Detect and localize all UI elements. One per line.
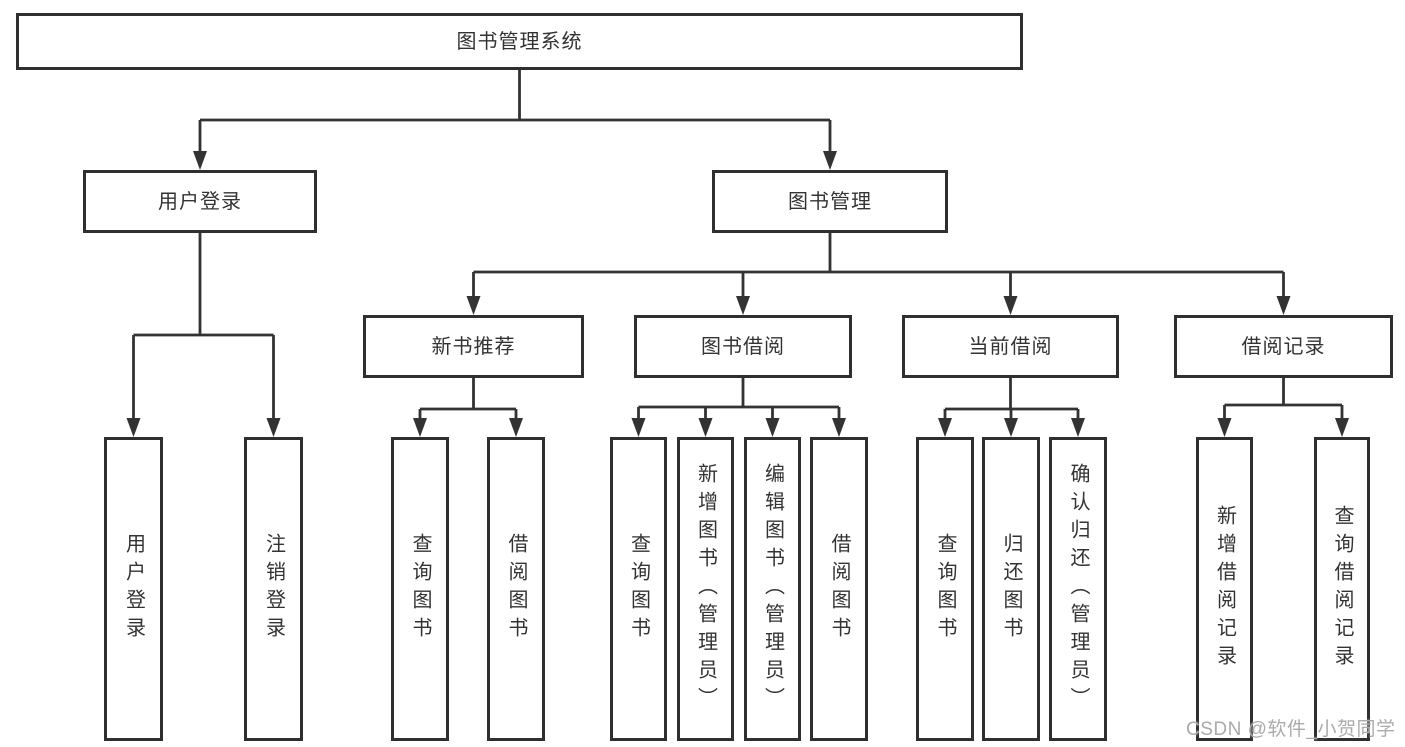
leaf-user-login-label: 用户登录: [122, 533, 145, 645]
node-book-borrow: 图书借阅: [634, 315, 852, 378]
connector-strokes: [132, 69, 1344, 421]
node-borrow-records: 借阅记录: [1174, 315, 1393, 378]
leaf-add-book: 新增图书（管理员）: [677, 437, 734, 741]
leaf-user-login: 用户登录: [104, 437, 163, 741]
node-current-borrow: 当前借阅: [902, 315, 1119, 378]
node-current-borrow-label: 当前借阅: [968, 335, 1053, 358]
leaf-logout-label: 注销登录: [262, 533, 285, 645]
leaf-query-record: 查询借阅记录: [1314, 437, 1370, 741]
arrowheads: [126, 151, 1349, 437]
leaf-confirm-return-label: 确认归还（管理员）: [1067, 463, 1089, 715]
node-book-borrow-label: 图书借阅: [701, 335, 785, 358]
leaf-add-record-label: 新增借阅记录: [1213, 505, 1236, 673]
leaf-query-book-2-label: 查询图书: [627, 533, 650, 645]
node-user-login-label: 用户登录: [158, 190, 242, 213]
node-borrow-records-label: 借阅记录: [1241, 335, 1326, 358]
leaf-query-book-2: 查询图书: [610, 437, 667, 741]
leaf-borrow-book-2-label: 借阅图书: [828, 533, 850, 645]
leaf-query-book-3-label: 查询图书: [934, 533, 956, 645]
node-root-label: 图书管理系统: [456, 30, 583, 53]
node-root: 图书管理系统: [16, 13, 1023, 70]
leaf-edit-book-label: 编辑图书（管理员）: [761, 463, 784, 715]
leaf-query-book-1-label: 查询图书: [409, 533, 431, 645]
node-new-book-rec: 新书推荐: [363, 315, 584, 378]
node-book-mgmt: 图书管理: [712, 170, 948, 233]
csdn-watermark: CSDN @软件_小贺同学: [1186, 719, 1396, 740]
leaf-borrow-book-2: 借阅图书: [810, 437, 868, 741]
leaf-logout: 注销登录: [244, 437, 303, 741]
leaf-return-book: 归还图书: [982, 437, 1040, 741]
leaf-borrow-book-1: 借阅图书: [487, 437, 545, 741]
leaf-edit-book: 编辑图书（管理员）: [744, 437, 801, 741]
node-user-login: 用户登录: [83, 170, 317, 233]
leaf-borrow-book-1-label: 借阅图书: [505, 533, 527, 645]
leaf-add-record: 新增借阅记录: [1196, 437, 1253, 741]
node-new-book-rec-label: 新书推荐: [431, 335, 516, 358]
leaf-query-record-label: 查询借阅记录: [1331, 505, 1353, 673]
node-book-mgmt-label: 图书管理: [788, 190, 872, 213]
leaf-query-book-3: 查询图书: [916, 437, 974, 741]
leaf-return-book-label: 归还图书: [1000, 533, 1022, 645]
leaf-query-book-1: 查询图书: [391, 437, 449, 741]
leaf-add-book-label: 新增图书（管理员）: [694, 463, 717, 715]
leaf-confirm-return: 确认归还（管理员）: [1049, 437, 1107, 741]
